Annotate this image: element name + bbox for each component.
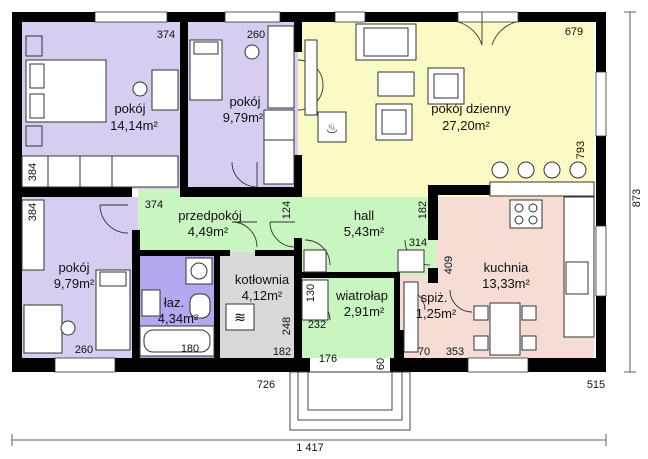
exterior-walls — [12, 12, 606, 372]
room-label-przedpokoj-area: 4,49m² — [188, 224, 229, 239]
room-label-kuchnia-area: 13,33m² — [482, 276, 530, 291]
wardrobe-pokoj-3 — [21, 199, 45, 271]
wardrobe-wiatrolap — [301, 279, 329, 321]
dim-314: 314 — [409, 237, 427, 249]
dim-60: 60 — [375, 358, 387, 370]
room-label-wiatrolap-area: 2,91m² — [344, 304, 385, 319]
entrance-steps — [289, 371, 411, 431]
room-label-pokoj-3-area: 9,79m² — [54, 276, 95, 291]
dim-873: 873 — [631, 189, 643, 207]
desk-pokoj-1 — [151, 69, 179, 111]
dim-182-b: 182 — [273, 346, 291, 358]
dim-70: 70 — [418, 346, 430, 358]
room-label-pokoj-2-name: pokój — [229, 94, 260, 109]
windows — [54, 11, 607, 373]
dim-260-a: 260 — [247, 29, 265, 41]
room-label-pokoj-dzienny-name: pokój dzienny — [431, 101, 511, 116]
bed-single-pokoj-2 — [189, 39, 223, 101]
chair-pokoj-3 — [60, 320, 76, 336]
dim-679: 679 — [565, 26, 583, 38]
boiler — [225, 303, 255, 331]
dim-1417: 1 417 — [296, 442, 324, 454]
room-label-pokoj-dzienny-area: 27,20m² — [442, 118, 490, 133]
wardrobe-pokoj-2 — [263, 109, 295, 185]
hall-cabinet-2 — [397, 249, 425, 273]
desk-pokoj-2 — [267, 25, 295, 109]
dimension-labels: 374 260 679 793 384 374 124 182 384 314 … — [27, 26, 643, 454]
dim-409: 409 — [443, 256, 455, 274]
dim-726: 726 — [257, 379, 275, 391]
washbasin — [141, 289, 161, 317]
dim-248: 248 — [281, 317, 293, 335]
washing-machine — [185, 257, 213, 285]
fireplace-icon: ♨ — [326, 121, 339, 137]
wardrobe-pokoj-1 — [21, 155, 179, 188]
room-label-kotlownia-name: kotłownia — [235, 272, 290, 287]
dim-232: 232 — [308, 319, 326, 331]
interior-walls — [22, 22, 493, 358]
room-label-pokoj-2-area: 9,79m² — [223, 110, 264, 125]
dim-180: 180 — [181, 343, 199, 355]
desk-pokoj-3 — [23, 304, 63, 354]
room-label-pokoj-1-name: pokój — [114, 101, 145, 116]
chair-pokoj-1 — [132, 81, 148, 97]
dim-384-a: 384 — [27, 163, 39, 181]
dim-515: 515 — [587, 379, 605, 391]
room-label-kuchnia-name: kuchnia — [484, 260, 530, 275]
bar-stools — [491, 161, 587, 179]
bathtub — [139, 325, 215, 357]
coffee-table — [377, 71, 415, 97]
room-label-hall-name: hall — [354, 208, 374, 223]
room-label-wiatrolap-name: wiatrołap — [335, 288, 388, 303]
dim-353: 353 — [446, 346, 464, 358]
tv-stand — [304, 39, 318, 116]
dim-374-a: 374 — [157, 29, 175, 41]
dim-793: 793 — [575, 141, 587, 159]
boiler-icon: ≋ — [234, 310, 246, 326]
dim-124: 124 — [281, 201, 293, 219]
room-label-lazienka-name: łaz. — [164, 295, 184, 310]
dim-130: 130 — [305, 284, 317, 302]
fireplace — [317, 111, 347, 143]
chair-pokoj-2 — [244, 44, 260, 60]
hall-cabinet-1 — [303, 249, 327, 273]
kitchen-island — [489, 181, 595, 197]
sink — [565, 261, 589, 295]
room-fill-przedpokoj — [138, 189, 298, 252]
bed-double — [25, 35, 107, 147]
room-labels: pokój 14,14m² pokój 9,79m² pokój dzienny… — [54, 94, 531, 326]
toilet — [189, 293, 211, 319]
dim-182-a: 182 — [417, 201, 429, 219]
dim-384-b: 384 — [27, 203, 39, 221]
dim-374-b: 374 — [145, 199, 163, 211]
room-label-spizarnia-area: 1,25m² — [416, 306, 457, 321]
pantry-shelf — [403, 281, 419, 353]
room-label-lazienka-area: 4,34m² — [158, 311, 199, 326]
room-label-hall-area: 5,43m² — [344, 224, 385, 239]
dim-260-b: 260 — [75, 344, 93, 356]
room-label-spizarnia-name: spiż. — [421, 290, 448, 305]
room-label-pokoj-1-area: 14,14m² — [110, 118, 158, 133]
dining-table — [473, 302, 537, 356]
room-label-kotlownia-area: 4,12m² — [242, 288, 283, 303]
room-label-przedpokoj-name: przedpokój — [178, 208, 242, 223]
dimension-lines — [11, 11, 636, 446]
stove — [509, 199, 543, 229]
dim-176: 176 — [319, 353, 337, 365]
room-label-pokoj-3-name: pokój — [58, 260, 89, 275]
